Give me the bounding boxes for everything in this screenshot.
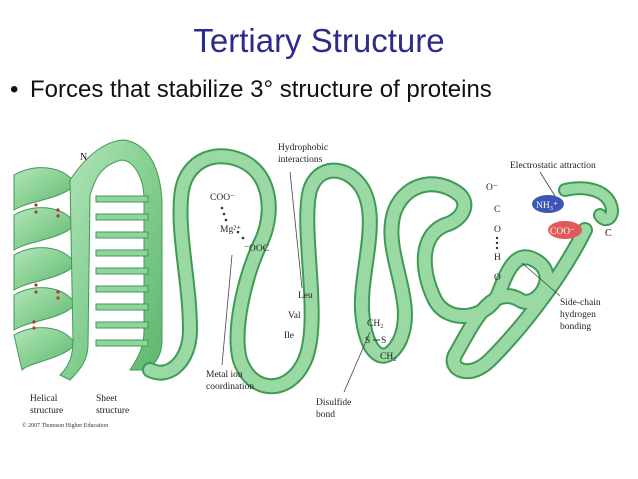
loop-ribbons bbox=[142, 148, 593, 395]
leader-lines bbox=[221, 171, 561, 393]
helical-label-1: Helical bbox=[30, 394, 58, 404]
helix-hbond-dots bbox=[32, 203, 60, 330]
ch2-chem: CH₂ bbox=[367, 319, 384, 329]
nh3-chem: NH₃⁺ bbox=[536, 201, 558, 211]
disulfide-label-1: Disulfide bbox=[316, 397, 351, 408]
o-chem: O bbox=[494, 225, 501, 235]
sheet-ribbon bbox=[59, 139, 163, 381]
helix-ribbon bbox=[13, 167, 76, 371]
side-chain-label-2: hydrogen bbox=[560, 310, 596, 320]
c-chem: C bbox=[494, 205, 500, 215]
hydrophobic-label-2: interactions bbox=[278, 155, 323, 165]
bullet-text: Forces that stabilize 3° structure of pr… bbox=[30, 76, 492, 103]
ch2b-chem: CH₂ bbox=[380, 352, 397, 362]
val-chem: Val bbox=[288, 311, 301, 321]
metal-dots bbox=[220, 206, 245, 240]
hbond-dots bbox=[495, 236, 499, 250]
sheet-label-2: structure bbox=[96, 406, 129, 416]
c-terminus-label: C bbox=[605, 228, 612, 239]
disulfide-label-2: bond bbox=[316, 410, 335, 420]
sheet-label-1: Sheet bbox=[96, 394, 117, 404]
electrostatic-label: Electrostatic attraction bbox=[510, 161, 596, 171]
side-chain-label-1: Side-chain bbox=[560, 298, 601, 308]
metal-ion-label-1: Metal ion bbox=[206, 370, 243, 380]
o2-chem: O bbox=[494, 273, 501, 283]
copyright-text: © 2007 Thomson Higher Education bbox=[22, 422, 108, 429]
ooc-chem: ⁻OOC bbox=[244, 244, 269, 254]
ile-chem: Ile bbox=[284, 331, 294, 341]
coo-red-ion-blob bbox=[548, 221, 582, 239]
helical-label-2: structure bbox=[30, 406, 63, 416]
s2-chem: S bbox=[381, 336, 386, 346]
sheet-hbond-bars bbox=[95, 195, 149, 347]
s1-chem: S bbox=[365, 336, 370, 346]
leu-chem: Leu bbox=[298, 291, 313, 301]
side-chain-label-3: bonding bbox=[560, 322, 591, 332]
nh3-ion-blob bbox=[532, 195, 564, 213]
h-chem: H bbox=[494, 253, 501, 263]
o-minus-chem: O⁻ bbox=[486, 183, 498, 193]
coo-red-chem: COO⁻ bbox=[550, 227, 575, 237]
mg-ion-chem: Mg²⁺ bbox=[220, 225, 241, 235]
n-terminus-label: N bbox=[80, 152, 87, 163]
c-terminal-ribbon bbox=[558, 181, 620, 227]
bullet-item: • Forces that stabilize 3° structure of p… bbox=[10, 76, 492, 104]
metal-ion-label-2: coordination bbox=[206, 382, 254, 392]
coo-top-chem: COO⁻ bbox=[210, 193, 235, 203]
slide-title: Tertiary Structure bbox=[193, 22, 445, 59]
hydrophobic-label-1: Hydrophobic bbox=[278, 143, 328, 153]
bullet-dot-icon: • bbox=[10, 76, 19, 103]
